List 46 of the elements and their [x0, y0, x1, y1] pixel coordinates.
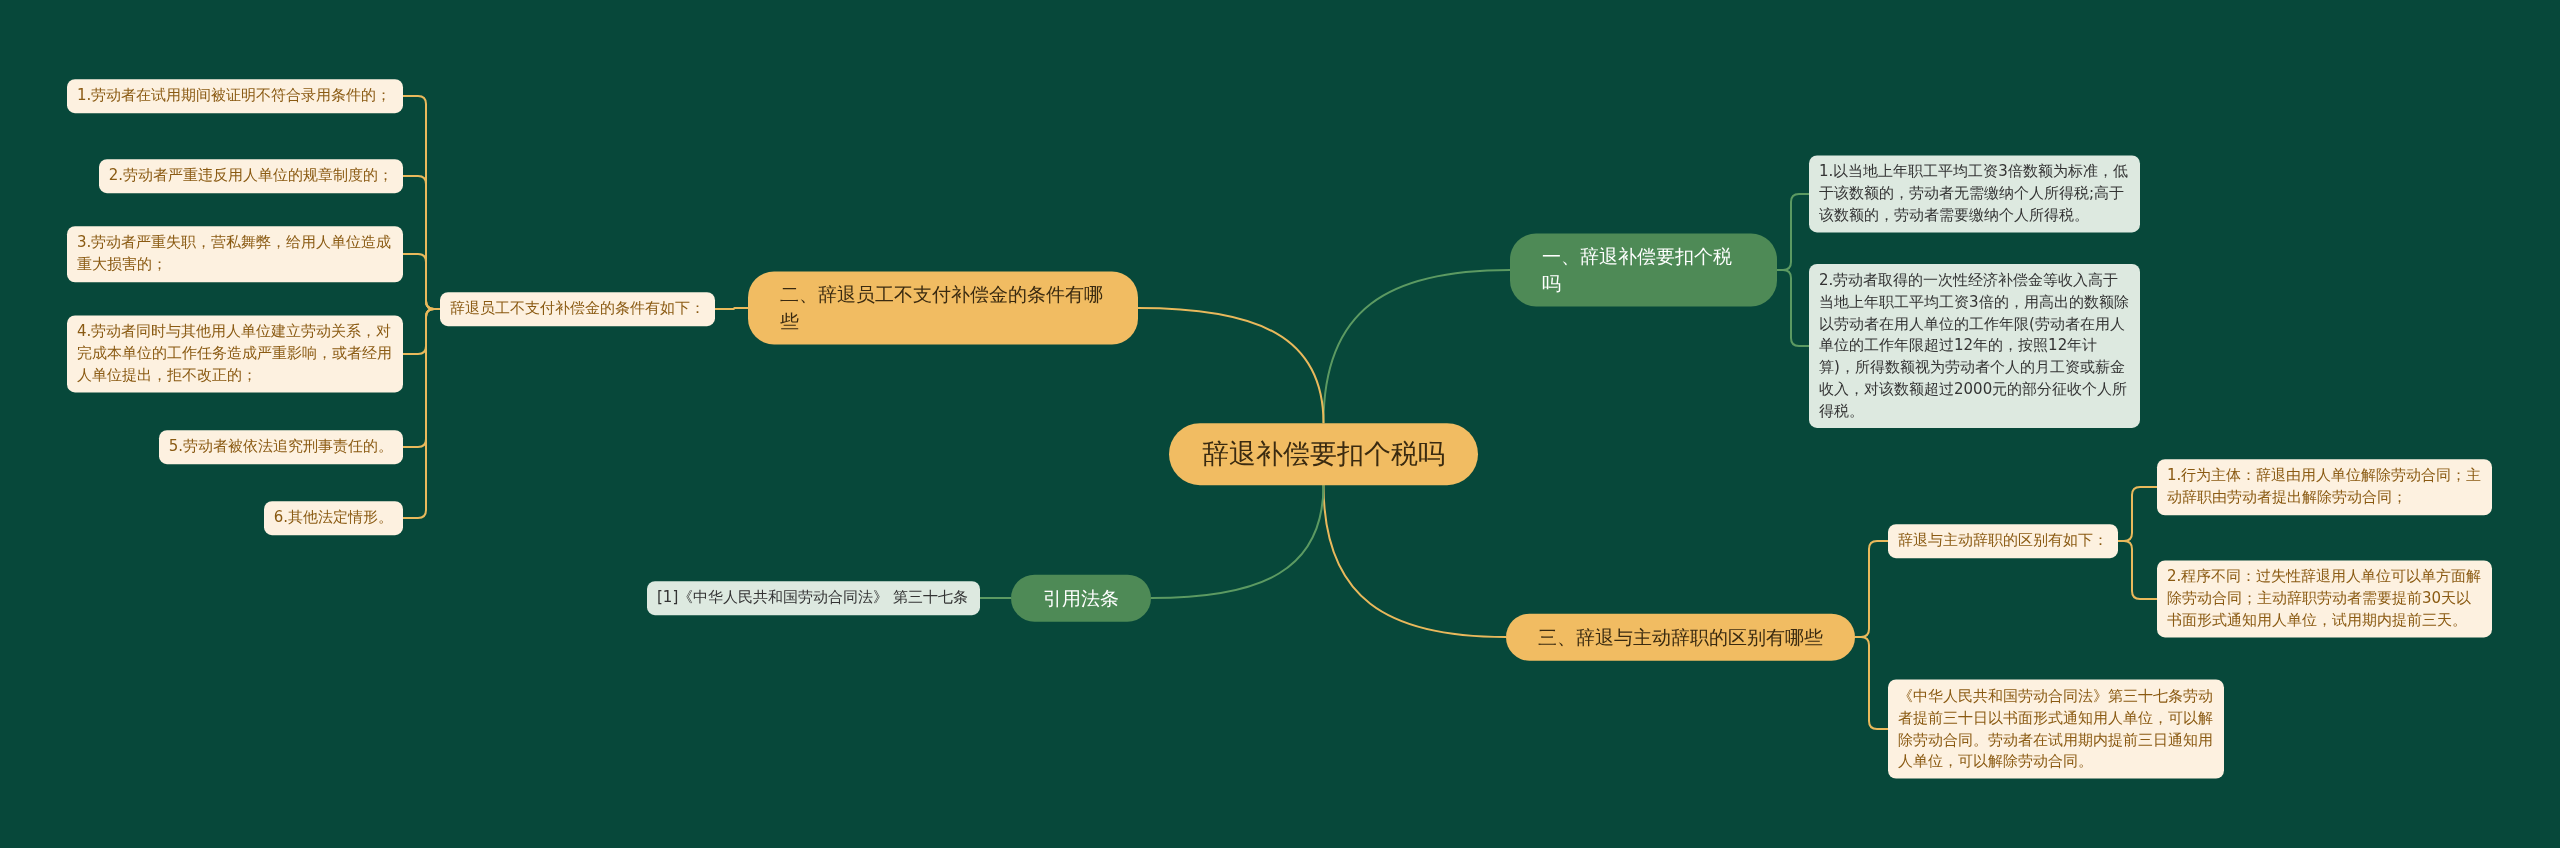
topic-node	[1510, 233, 1777, 307]
connector-line	[1854, 636, 1889, 730]
connector-line	[714, 307, 749, 310]
topic-node	[1506, 613, 1855, 661]
note-card	[67, 226, 403, 282]
connector-line	[402, 308, 441, 519]
node-text: 一、辞退补偿要扣个税吗	[1542, 245, 1732, 294]
note-card	[2157, 560, 2492, 638]
node-text: 5.劳动者被依法追究刑事责任的。	[168, 437, 393, 456]
node-text: 6.其他法定情形。	[273, 508, 393, 527]
note-card	[98, 159, 403, 193]
node-text: 1.行为主体：辞退由用人单位解除劳动合同；主动辞职由劳动者提出解除劳动合同；	[2167, 466, 2482, 506]
node-text: 二、辞退员工不支付补偿金的条件有哪些	[780, 283, 1103, 332]
node-text: 辞退与主动辞职的区别有如下：	[1898, 531, 2108, 550]
node-text: 1.以当地上年职工平均工资3倍数额为标准，低于该数额的，劳动者无需缴纳个人所得税;高于该数额的，劳动者需要缴纳个人所得税。	[1819, 162, 2128, 224]
node-text: 3.劳动者严重失职，营私舞弊，给用人单位造成重大损害的；	[77, 233, 392, 273]
node-text: 三、辞退与主动辞职的区别有哪些	[1538, 625, 1823, 648]
connector-line	[1150, 483, 1325, 599]
node-text: [1]《中华人民共和国劳动合同法》 第三十七条	[657, 588, 968, 607]
node-text: 辞退员工不支付补偿金的条件有如下：	[450, 299, 705, 318]
connector-line	[1322, 269, 1511, 425]
connector-line	[1776, 269, 1810, 347]
node-text: 2.劳动者严重违反用人单位的规章制度的；	[108, 166, 393, 185]
note-card	[263, 501, 403, 535]
connector-line	[1322, 483, 1507, 638]
note-card	[2157, 459, 2492, 515]
note-card	[67, 79, 403, 113]
node-text: 2.程序不同：过失性辞退用人单位可以单方面解除劳动合同；主动辞职劳动者需要提前30天以书面形式通知用人单位，试用期内提前三天。	[2167, 567, 2482, 629]
note-card	[1809, 263, 2140, 429]
note-card	[158, 430, 403, 464]
topic-node	[748, 271, 1138, 345]
connector-line	[1137, 307, 1325, 425]
note-card	[1888, 679, 2224, 779]
node-text: 辞退补偿要扣个税吗	[1202, 438, 1445, 470]
note-card	[67, 315, 403, 393]
connector-line	[979, 597, 1012, 599]
note-card	[1888, 524, 2118, 558]
note-card	[1809, 155, 2140, 233]
node-text: 1.劳动者在试用期间被证明不符合录用条件的；	[77, 86, 392, 105]
note-card	[440, 292, 715, 326]
topic-node	[1011, 574, 1151, 622]
node-text: 2.劳动者取得的一次性经济补偿金等收入高于当地上年职工平均工资3倍的，用高出的数额除以劳动者在用人单位的工作年限(劳动者在用人单位的工作年限超过12年的，按照12年计算)，所得数额视为劳动者个人的月工资或薪金收入，对该数额超过2000元的部分征收个人所得税。	[1819, 270, 2129, 420]
note-card	[647, 581, 980, 615]
node-text: 《中华人民共和国劳动合同法》第三十七条劳动者提前三十日以书面形式通知用人单位，可以解除劳动合同。劳动者在试用期内提前三日通知用人单位，可以解除劳动合同。	[1898, 686, 2213, 770]
node-text: 引用法条	[1043, 586, 1119, 609]
node-text: 4.劳动者同时与其他用人单位建立劳动关系，对完成本单位的工作任务造成严重影响，或者经用人单位提出，拒不改正的；	[77, 322, 392, 384]
